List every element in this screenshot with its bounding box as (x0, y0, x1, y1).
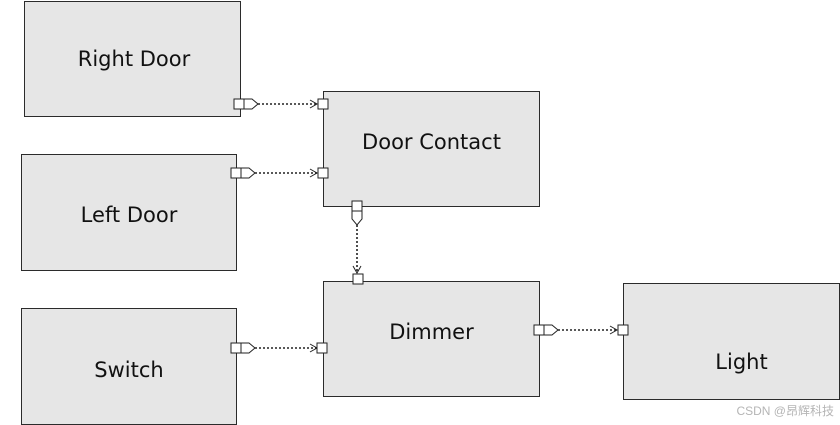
block-light[interactable]: Light (623, 283, 840, 400)
port-dimmer-in-left[interactable] (316, 342, 328, 354)
port-left-door-out[interactable] (230, 167, 242, 179)
port-right-door-out[interactable] (233, 98, 245, 110)
connection-right-door-to-door-contact[interactable] (233, 98, 329, 110)
connection-left-door-to-door-contact[interactable] (230, 167, 329, 179)
port-dimmer-in-top[interactable] (352, 273, 364, 285)
connection-door-contact-to-dimmer[interactable] (351, 200, 364, 285)
provider-port-icon (351, 210, 363, 226)
block-switch[interactable]: Switch (21, 308, 237, 425)
provider-port-icon (240, 342, 256, 354)
provider-port-icon (240, 167, 256, 179)
connection-dimmer-to-light[interactable] (533, 324, 629, 336)
port-door-contact-in-1[interactable] (317, 98, 329, 110)
provider-port-icon (243, 98, 259, 110)
port-light-in[interactable] (617, 324, 629, 336)
port-door-contact-out[interactable] (351, 200, 363, 212)
port-door-contact-in-2[interactable] (317, 167, 329, 179)
connection-switch-to-dimmer[interactable] (230, 342, 328, 354)
provider-port-icon (543, 324, 559, 336)
port-switch-out[interactable] (230, 342, 242, 354)
port-dimmer-out[interactable] (533, 324, 545, 336)
watermark: CSDN @昂辉科技 (736, 404, 834, 418)
